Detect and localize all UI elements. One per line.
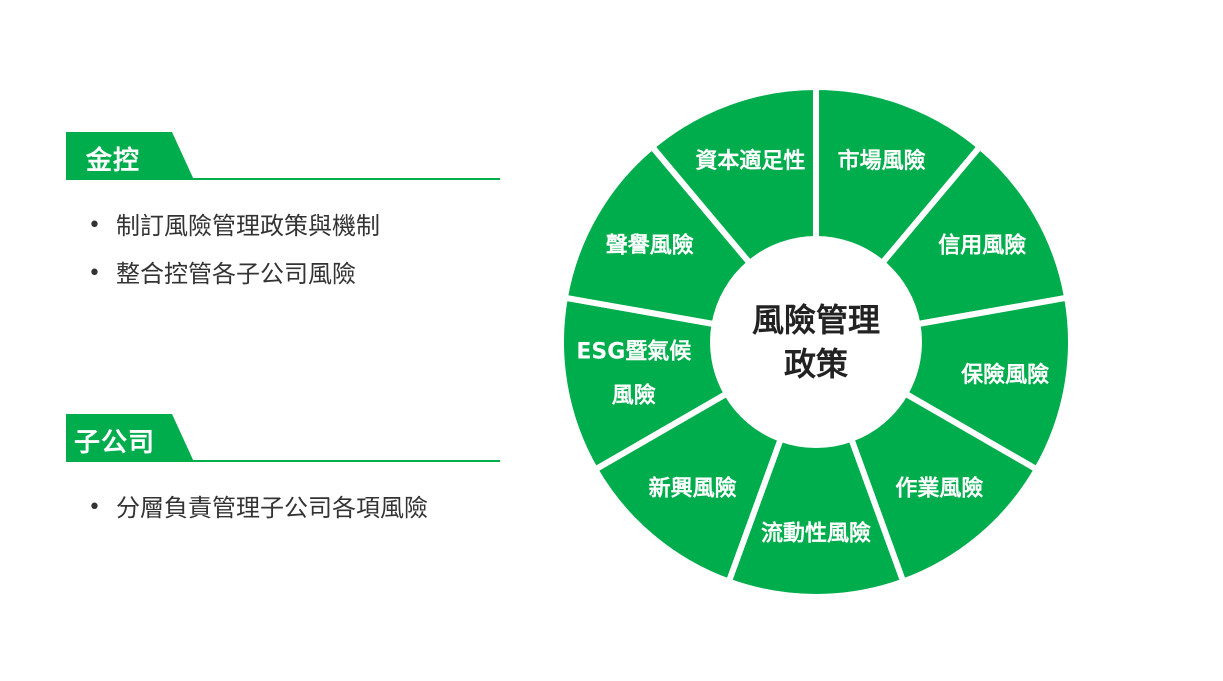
bullet-text: 制訂風險管理政策與機制: [116, 212, 380, 240]
list-item: • 分層負責管理子公司各項風險: [88, 484, 428, 532]
segment-label: 新興風險: [649, 476, 737, 502]
wheel-segment: [902, 294, 1074, 473]
list-item: • 整合控管各子公司風險: [88, 250, 380, 298]
wheel-segment: [879, 143, 1071, 328]
section-subsidiary: 子公司 • 分層負責管理子公司各項風險: [66, 414, 500, 522]
bullet-text: 整合控管各子公司風險: [116, 260, 356, 288]
wheel-segment: [561, 143, 753, 328]
bullet-icon: •: [88, 495, 101, 520]
wheel-segment: [649, 84, 819, 267]
bullet-list: • 制訂風險管理政策與機制 • 整合控管各子公司風險: [88, 202, 380, 298]
segment-label: 作業風險: [895, 476, 983, 502]
bullet-text: 分層負責管理子公司各項風險: [116, 494, 428, 522]
segment-label: 保險風險: [960, 362, 1049, 388]
wheel-segment: [725, 435, 907, 600]
segment-label: 流動性風險: [761, 521, 871, 547]
section-divider: [66, 178, 500, 180]
segment-label: 資本適足性: [695, 148, 805, 174]
section-tag-subsidiary: 子公司: [66, 414, 500, 462]
tag-background: [66, 414, 194, 462]
section-tag-holding: 金控: [66, 132, 500, 180]
wheel-segment: [813, 84, 983, 267]
bullet-list: • 分層負責管理子公司各項風險: [88, 484, 428, 532]
section-holding: 金控 • 制訂風險管理政策與機制 • 整合控管各子公司風險: [66, 132, 500, 288]
section-divider: [66, 460, 500, 462]
center-label: 政策: [784, 345, 848, 383]
wheel-segment: [558, 294, 730, 473]
segment-label: ESG暨氣候: [576, 339, 692, 365]
list-item: • 制訂風險管理政策與機制: [88, 202, 380, 250]
segment-label: 聲譽風險: [606, 233, 694, 259]
segment-label: 信用風險: [938, 233, 1026, 259]
section-tag-label: 子公司: [74, 428, 156, 458]
bullet-icon: •: [88, 261, 101, 286]
section-tag-label: 金控: [86, 146, 141, 176]
segment-label: 風險: [612, 383, 656, 409]
bullet-icon: •: [88, 213, 101, 238]
wheel-segment: [592, 390, 784, 585]
center-label: 風險管理: [752, 301, 880, 339]
wheel-center: [716, 242, 916, 442]
tag-background: [66, 132, 194, 180]
wheel-segment: [848, 390, 1040, 585]
segment-label: 市場風險: [838, 148, 926, 174]
